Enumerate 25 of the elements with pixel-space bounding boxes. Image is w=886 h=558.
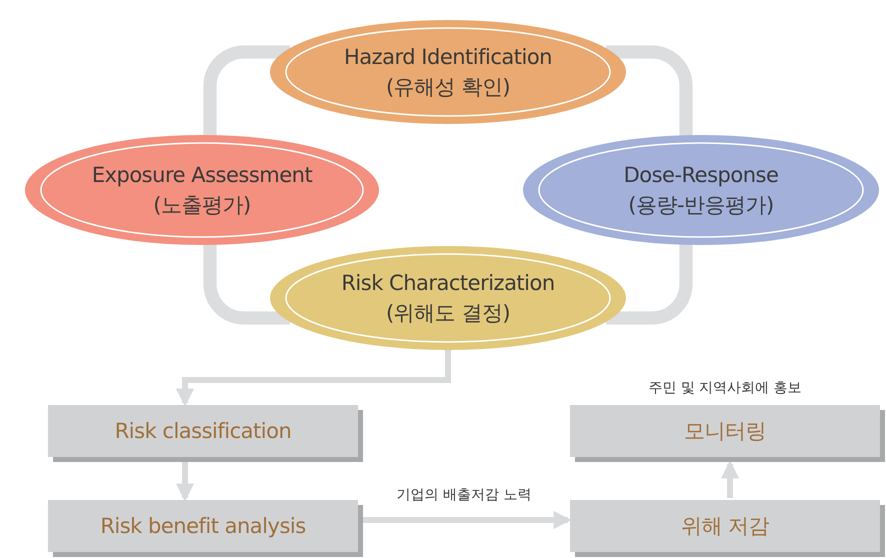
node-title: Exposure Assessment <box>92 162 312 189</box>
node-subtitle: (위해도 결정) <box>386 300 510 327</box>
caption-text: 주민 및 지역사회에 홍보 <box>648 379 802 397</box>
process-box <box>570 405 880 457</box>
arrow <box>363 511 572 529</box>
node-title: 모니터링 <box>684 418 766 445</box>
node-title: Risk Characterization <box>341 270 555 297</box>
node-title: Risk benefit analysis <box>100 513 306 540</box>
arrow <box>176 348 451 407</box>
node-subtitle: (노출평가) <box>153 192 251 219</box>
process-box <box>48 405 358 457</box>
node-subtitle: (용량-반응평가) <box>628 192 774 219</box>
process-box <box>48 500 358 552</box>
node-title: 위해 저감 <box>680 513 770 540</box>
node-title: Dose-Response <box>624 162 778 189</box>
arrow <box>176 462 194 502</box>
process-box <box>570 500 880 552</box>
node-title: Risk classification <box>114 418 292 445</box>
process-ellipse <box>270 246 626 350</box>
process-ellipse <box>25 135 379 245</box>
arrow <box>721 460 739 498</box>
node-title: Hazard Identification <box>344 44 552 71</box>
process-ellipse <box>523 135 879 245</box>
process-ellipse <box>270 20 626 124</box>
node-subtitle: (유해성 확인) <box>386 74 510 101</box>
